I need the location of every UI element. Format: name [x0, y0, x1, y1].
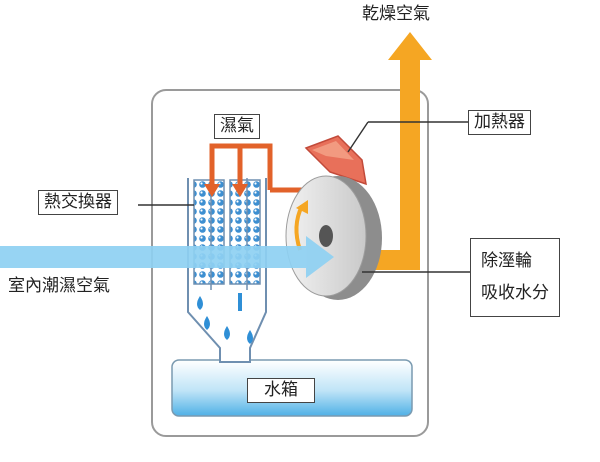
heat-exchanger-label: 熱交換器 — [38, 190, 118, 215]
water-drop-icon — [204, 316, 210, 330]
absorb-moisture-label: 吸收水分 — [481, 283, 549, 304]
indoor-humid-air-arrow — [0, 236, 334, 278]
dry-air-label: 乾燥空氣 — [362, 4, 430, 24]
water-tank-label: 水箱 — [247, 378, 315, 403]
exchanger-core-left — [193, 179, 225, 285]
desiccant-wheel-label: 除溼輪 — [481, 251, 532, 271]
wheel-hub — [319, 225, 333, 247]
loop-arrow-down-icon — [204, 184, 220, 197]
dry-air-arrow — [364, 32, 432, 270]
humid-air-loop-label: 濕氣 — [214, 114, 260, 139]
water-drop-icon — [197, 296, 203, 310]
loop-arrow-down-icon — [232, 184, 248, 197]
heater-highlight — [312, 141, 354, 160]
indoor-humid-air-label: 室內潮濕空氣 — [8, 276, 110, 296]
exchanger-core-right — [229, 179, 261, 285]
rotation-arrowhead-icon — [296, 200, 308, 214]
desiccant-wheel-label-box: 除溼輪 吸收水分 — [470, 238, 560, 317]
leader-heater — [347, 121, 369, 153]
water-drip-icon — [238, 293, 242, 311]
water-drop-icon — [224, 326, 230, 340]
water-drop-icon — [247, 330, 253, 344]
heater-label: 加熱器 — [468, 110, 531, 135]
